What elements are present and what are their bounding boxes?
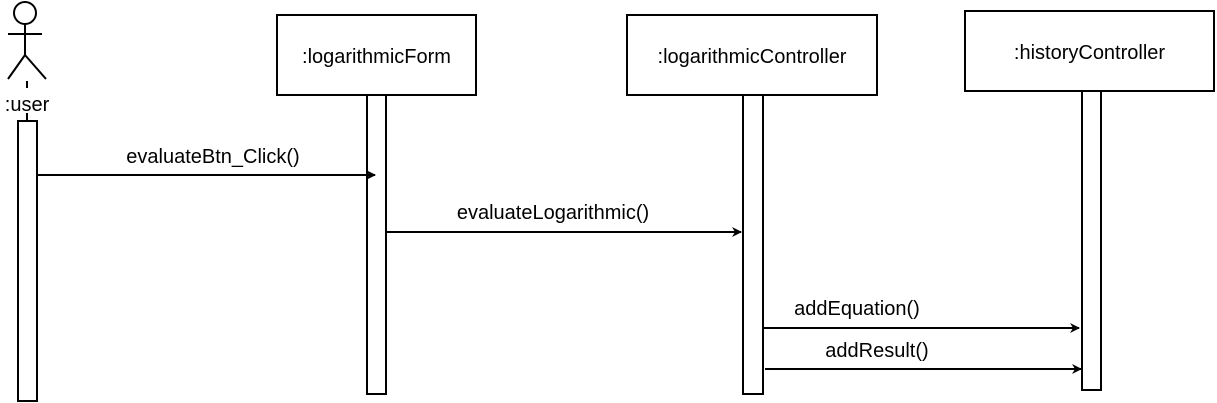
message-add-result: addResult() <box>765 340 1082 374</box>
message-label: addResult() <box>825 340 928 362</box>
lifeline-logarithmic-controller: :logarithmicController <box>626 14 878 395</box>
lifeline-history-controller: :historyController <box>964 10 1215 391</box>
lifeline-header-box <box>964 10 1215 92</box>
message-label: evaluateLogarithmic() <box>457 202 649 224</box>
message-label: evaluateBtn_Click() <box>126 146 299 168</box>
lifeline-header-label: :historyController <box>1014 42 1166 64</box>
lifeline-header-label: :logarithmicController <box>658 46 847 68</box>
message-label: addEquation() <box>794 298 920 320</box>
message-evaluate-btn-click: evaluateBtn_Click() <box>37 146 376 180</box>
activation-bar <box>742 94 764 395</box>
actor-left-leg <box>7 54 26 80</box>
lifeline-header-box <box>276 14 477 96</box>
actor-user: :user <box>5 1 50 402</box>
lifeline-header-label: :logarithmicForm <box>302 46 451 68</box>
activation-bar <box>366 94 387 395</box>
actor-head <box>13 1 37 25</box>
activation-bar <box>1081 90 1102 391</box>
message-evaluate-logarithmic: evaluateLogarithmic() <box>386 202 742 237</box>
actor-right-leg <box>24 54 47 80</box>
actor-activation-bar <box>17 120 38 402</box>
message-add-equation: addEquation() <box>763 298 1080 333</box>
actor-label: :user <box>5 94 50 116</box>
lifeline-logarithmic-form: :logarithmicForm <box>276 14 477 395</box>
